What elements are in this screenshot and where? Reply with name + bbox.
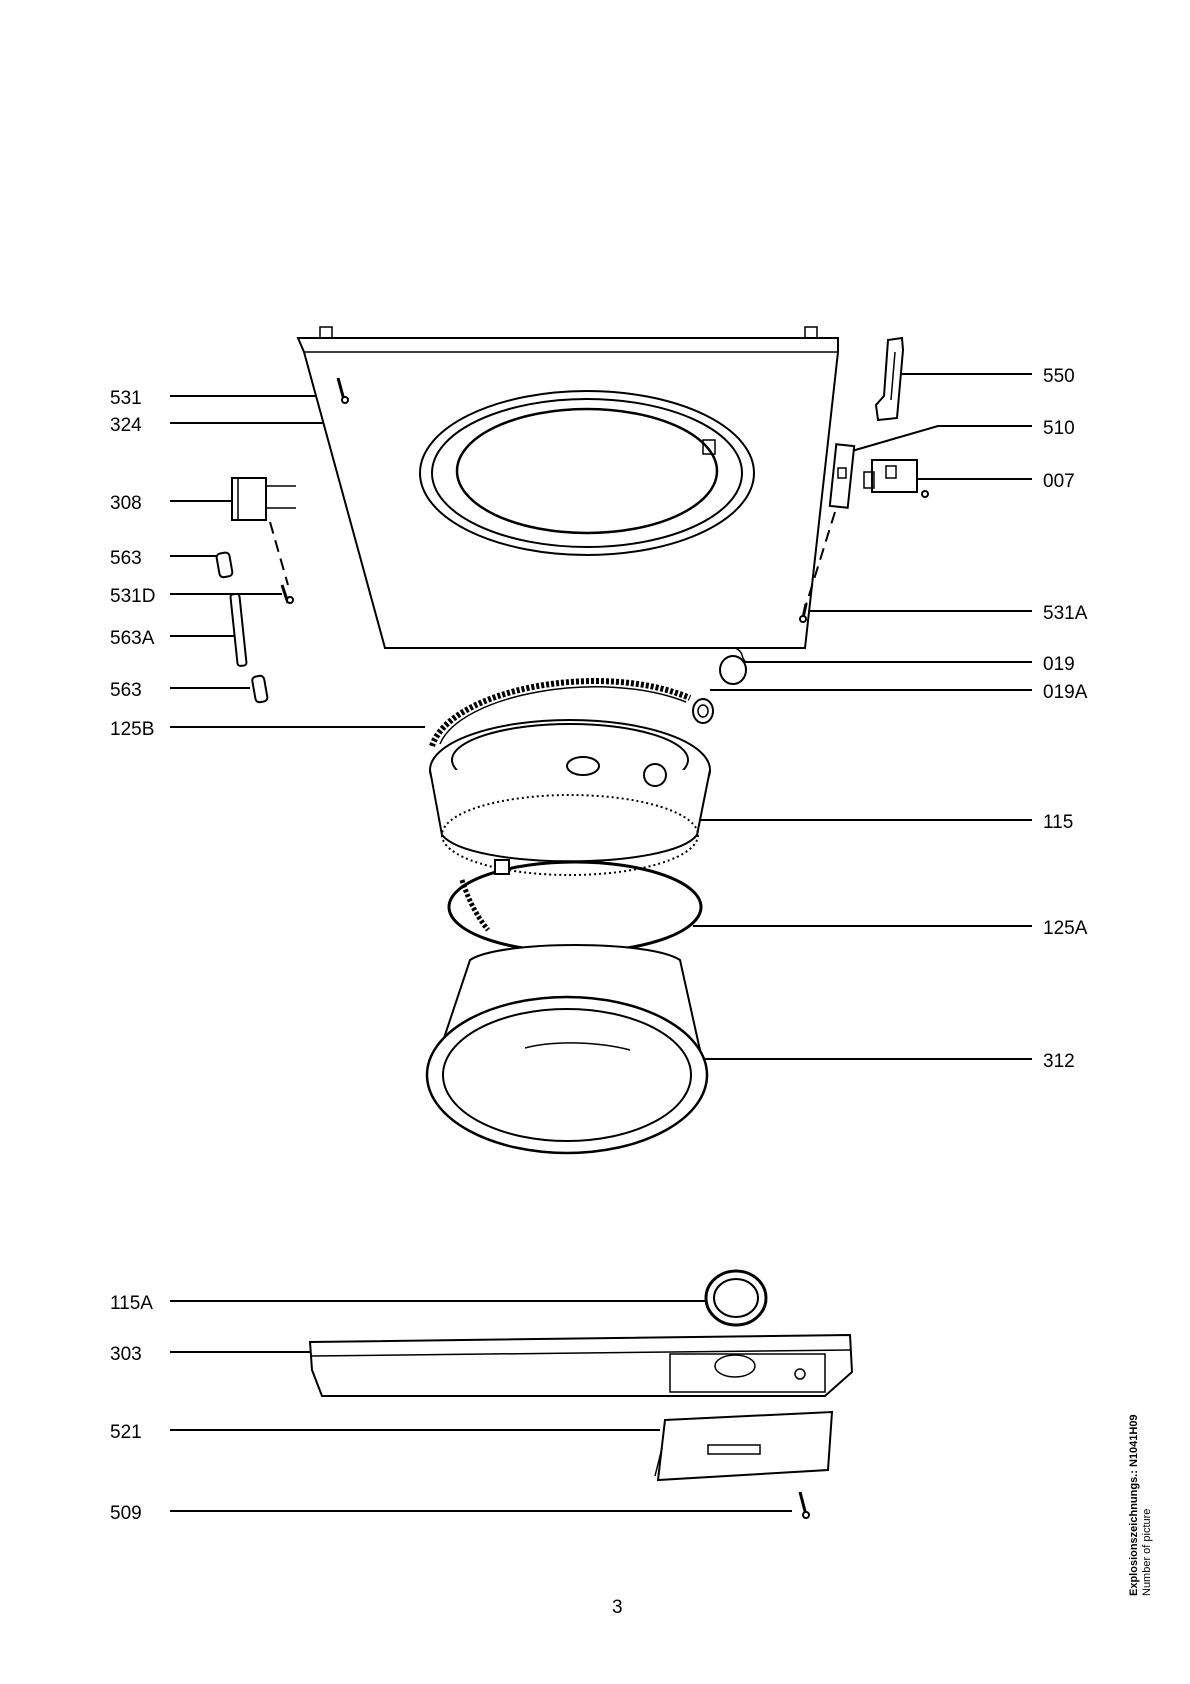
callout-label-019: 019 [1043, 654, 1075, 675]
callout-label-324: 324 [110, 415, 142, 436]
front-panel-part-324 [296, 326, 839, 649]
door-bowl-part-312 [425, 944, 709, 1155]
callout-label-007: 007 [1043, 471, 1075, 492]
picture-number-subtitle: Number of picture [1141, 1508, 1153, 1596]
callout-label-308: 308 [110, 493, 142, 514]
cap-part-115A [704, 1269, 768, 1327]
callout-label-303: 303 [110, 1344, 142, 1365]
callout-label-531A: 531A [1043, 603, 1088, 624]
callout-label-550: 550 [1043, 366, 1075, 387]
callout-label-510: 510 [1043, 418, 1075, 439]
callout-label-125B: 125B [110, 719, 155, 740]
callout-label-531: 531 [110, 388, 142, 409]
callout-label-312: 312 [1043, 1051, 1075, 1072]
picture-number-caption: Explosionszeichnungs.: N1041H09 Number o… [1128, 1414, 1154, 1596]
clamp-ring-part-125A [447, 859, 703, 954]
callout-label-019A: 019A [1043, 682, 1088, 703]
picture-number-line: Explosionszeichnungs.: N1041H09 [1128, 1414, 1140, 1596]
pin-part-563-top [215, 551, 234, 579]
callout-label-521: 521 [110, 1422, 142, 1443]
door-seal-part-115 [429, 719, 711, 876]
leader-510 [844, 425, 1032, 454]
rod-part-563A [229, 592, 248, 667]
kick-panel-part-303 [308, 1333, 854, 1397]
callout-label-509: 509 [110, 1503, 142, 1524]
callout-label-125A: 125A [1043, 918, 1088, 939]
screw-part-531 [336, 377, 349, 404]
door-lock-part-007 [863, 459, 929, 498]
callout-label-563A: 563A [110, 628, 155, 649]
hook-part-510 [805, 443, 856, 606]
flap-part-521 [654, 1410, 834, 1482]
screw-part-531D [280, 584, 294, 604]
leader-lines [170, 373, 1032, 1512]
hinge-part-308 [231, 477, 296, 586]
screw-part-531A [799, 603, 808, 623]
nozzle-part-019 [719, 647, 747, 685]
callout-label-531D: 531D [110, 586, 156, 607]
page-number: 3 [612, 1597, 623, 1618]
callout-label-563-bottom: 563 [110, 680, 142, 701]
screw-part-509 [798, 1491, 810, 1519]
nozzle-part-019A [692, 698, 714, 724]
clamp-ring-part-125B [429, 678, 692, 748]
callout-label-115A: 115A [110, 1293, 153, 1314]
callout-label-563-top: 563 [110, 548, 142, 569]
pin-part-563-bottom [251, 674, 269, 704]
handle-part-550 [874, 336, 905, 422]
callout-label-115: 115 [1043, 812, 1074, 833]
